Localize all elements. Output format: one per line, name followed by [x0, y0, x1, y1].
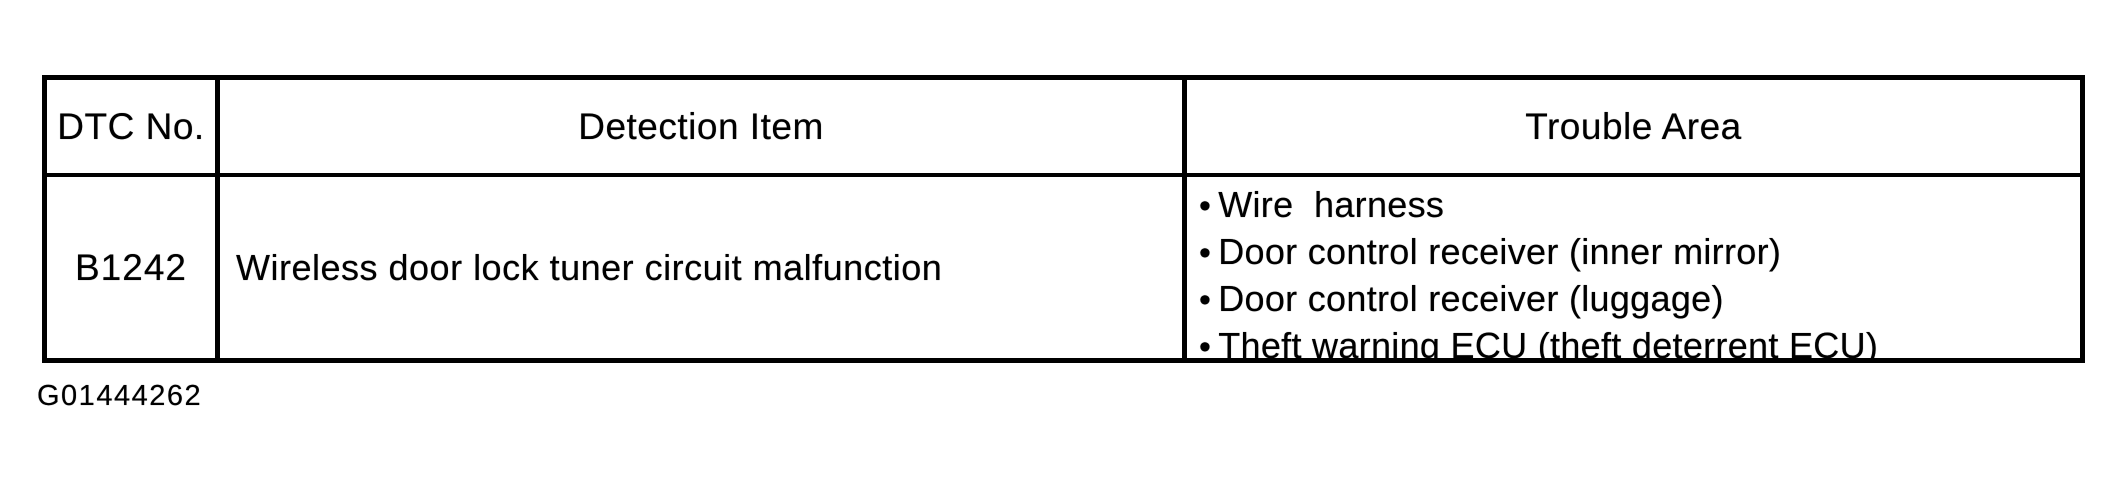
cell-detection-item: Wireless door lock tuner circuit malfunc…: [220, 177, 1187, 358]
bullet-icon: •: [1199, 328, 1212, 358]
trouble-area-label: Wire harness: [1218, 184, 1445, 225]
header-cell-trouble-area: Trouble Area: [1187, 80, 2080, 177]
cell-trouble-area: • Wire harness • Door control receiver (…: [1187, 177, 2080, 358]
cell-dtc-no: B1242: [47, 177, 220, 358]
trouble-area-item: • Theft warning ECU (theft deterrent ECU…: [1199, 323, 2072, 358]
trouble-area-item: • Door control receiver (inner mirror): [1199, 229, 2072, 276]
header-cell-detection-item: Detection Item: [220, 80, 1187, 177]
trouble-area-label: Theft warning ECU (theft deterrent ECU): [1218, 325, 1879, 358]
dtc-table: DTC No. Detection Item Trouble Area B124…: [42, 75, 2085, 363]
header-cell-dtc-no: DTC No.: [47, 80, 220, 177]
trouble-area-item: • Wire harness: [1199, 182, 2072, 229]
bullet-icon: •: [1199, 187, 1212, 225]
bullet-icon: •: [1199, 281, 1212, 319]
trouble-area-item: • Door control receiver (luggage): [1199, 276, 2072, 323]
trouble-area-label: Door control receiver (luggage): [1218, 278, 1724, 319]
figure-id: G01444262: [37, 380, 203, 412]
trouble-area-label: Door control receiver (inner mirror): [1218, 231, 1782, 272]
bullet-icon: •: [1199, 234, 1212, 272]
trouble-area-list: • Wire harness • Door control receiver (…: [1199, 182, 2072, 358]
